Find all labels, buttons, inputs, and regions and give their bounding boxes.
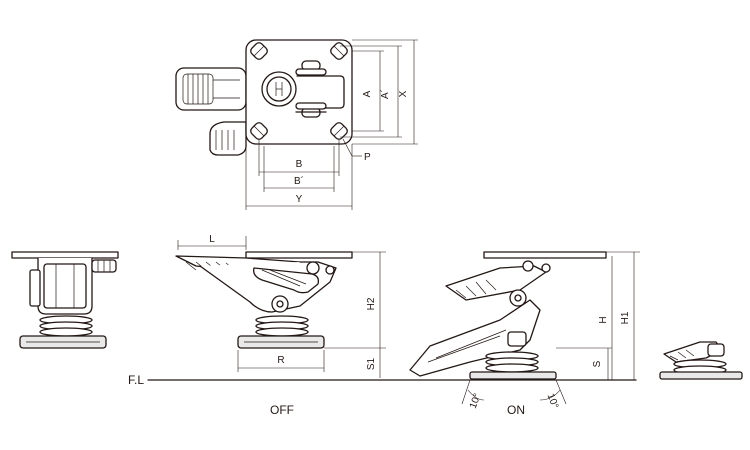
dim-label-s: S — [592, 360, 603, 367]
dim-label-r: R — [277, 355, 284, 366]
on-spring — [485, 351, 539, 373]
kingpin-inner — [266, 76, 292, 102]
state-label-off: OFF — [270, 403, 294, 417]
angle-label-left: 10° — [468, 392, 484, 410]
dim-label-p: P — [364, 152, 371, 163]
lock-mechanism — [296, 75, 345, 109]
state-label-on: ON — [507, 403, 525, 417]
dim-label-b: B — [296, 159, 303, 170]
off-spring — [255, 315, 309, 337]
dim-label-h2: H2 — [366, 297, 377, 310]
dim-label-b-prime: B´ — [294, 175, 304, 187]
dim-label-a: A — [362, 90, 373, 97]
front-spring — [39, 315, 93, 337]
on-foot-pad — [469, 371, 557, 380]
floor-label: F.L — [128, 373, 144, 387]
dim-label-x: X — [398, 90, 409, 97]
right-partial-view — [659, 341, 743, 380]
dim-label-a-prime: A´ — [379, 89, 391, 99]
dim-label-h1: H1 — [620, 311, 631, 324]
dim-label-y: Y — [296, 194, 303, 205]
right-foot-pad — [659, 371, 743, 380]
front-view — [11, 251, 119, 349]
on-top-plate — [483, 251, 607, 259]
side-view-on: 10° 10° H1 H S — [409, 251, 640, 410]
top-view: A A´ X P B B´ Y — [175, 39, 418, 210]
top-dims-horizontal — [245, 140, 353, 210]
top-dims-vertical — [340, 39, 418, 145]
off-top-plate — [245, 251, 353, 259]
side-view-off: L H2 S1 R — [175, 234, 386, 378]
front-top-plate — [11, 251, 119, 259]
on-pedal — [445, 265, 547, 301]
dim-label-l: L — [209, 234, 215, 245]
dim-label-h: H — [598, 316, 609, 323]
dim-label-s1: S1 — [366, 357, 377, 370]
angle-label-right: 10° — [545, 392, 561, 410]
front-bracket — [37, 257, 93, 315]
